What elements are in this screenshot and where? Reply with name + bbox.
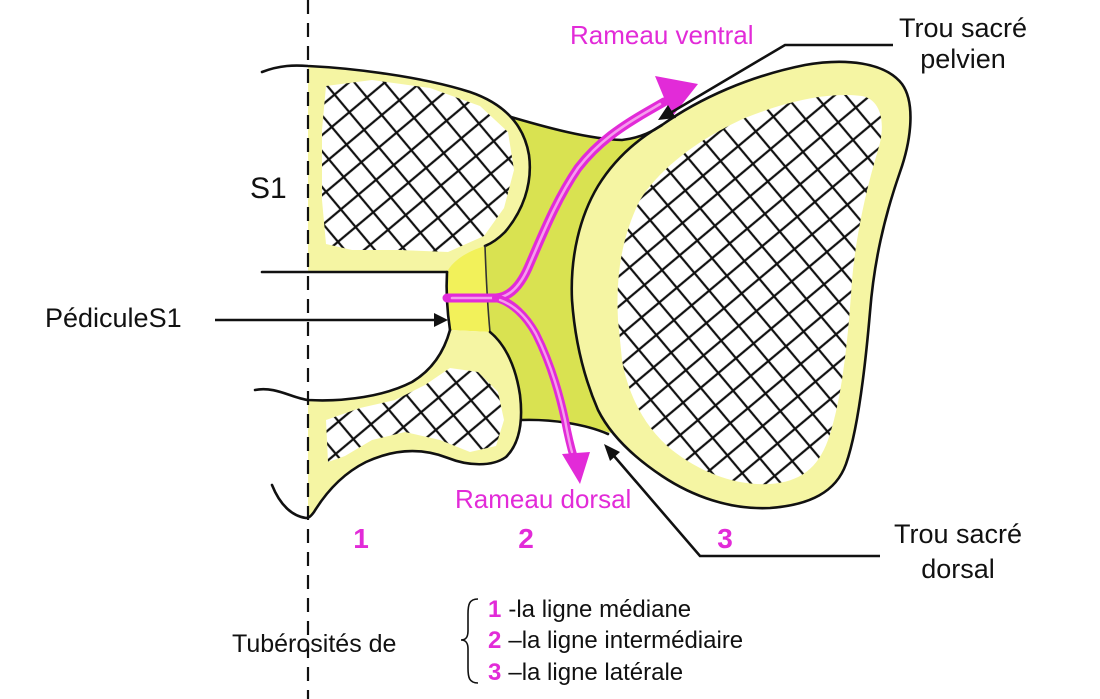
hatch-lateral-mass	[617, 94, 882, 485]
dorsal-foramen-pointer-arrow	[604, 444, 880, 558]
legend-heading: Tubérosités de	[232, 630, 396, 658]
ventral-arrowhead	[655, 76, 698, 117]
lower-block-top-outline	[253, 328, 452, 402]
s1-label: S1	[250, 172, 287, 205]
legend-item-2: 2 –la ligne intermédiaire	[488, 627, 743, 654]
legend-item-1: 1 -la ligne médiane	[488, 596, 691, 623]
pedicle-right-edge	[484, 245, 491, 333]
pedicle-s1-fill	[446, 246, 490, 332]
ventral-branch-label: Rameau ventral	[570, 20, 754, 50]
legend-item-3: 3 –la ligne latérale	[488, 659, 683, 686]
upper-block-outline	[260, 64, 532, 248]
legend-item-3-number: 3	[488, 659, 501, 686]
pedicle-label: PédiculeS1	[45, 303, 182, 333]
pelvic-foramen-pointer-arrow	[658, 43, 893, 120]
dorsal-foramen-label: Trou sacré dorsal	[894, 519, 1022, 584]
ventral-branch-arrow	[442, 76, 698, 303]
region-number-1: 1	[353, 523, 369, 554]
pelvic-foramen-label-line1: Trou sacré	[899, 13, 1027, 43]
hatch-upper-median	[322, 80, 514, 252]
legend-item-1-text: -la ligne médiane	[508, 596, 691, 623]
hatch-lower-median	[326, 368, 504, 462]
legend-brace	[460, 598, 479, 684]
dorsal-foramen-label-line2: dorsal	[921, 554, 995, 584]
legend-item-1-number: 1	[488, 596, 501, 623]
pelvic-foramen-label-line2: pelvien	[920, 44, 1006, 74]
region-number-2: 2	[518, 523, 534, 554]
legend-item-2-text: –la ligne intermédiaire	[508, 627, 743, 654]
legend-item-3-text: –la ligne latérale	[508, 659, 683, 686]
pelvic-foramen-label: Trou sacré pelvien	[899, 13, 1027, 74]
dorsal-branch-label: Rameau dorsal	[455, 484, 631, 514]
legend: Tubérosités de 1 -la ligne médiane 2 –la l…	[232, 596, 743, 686]
dorsal-foramen-label-line1: Trou sacré	[894, 519, 1022, 549]
dorsal-branch-arrow	[492, 294, 590, 484]
region-number-3: 3	[717, 523, 733, 554]
dorsal-arrowhead	[562, 452, 590, 484]
legend-item-2-number: 2	[488, 627, 501, 654]
pedicle-pointer-arrow	[215, 313, 448, 327]
intermediate-top-edge	[509, 115, 664, 142]
